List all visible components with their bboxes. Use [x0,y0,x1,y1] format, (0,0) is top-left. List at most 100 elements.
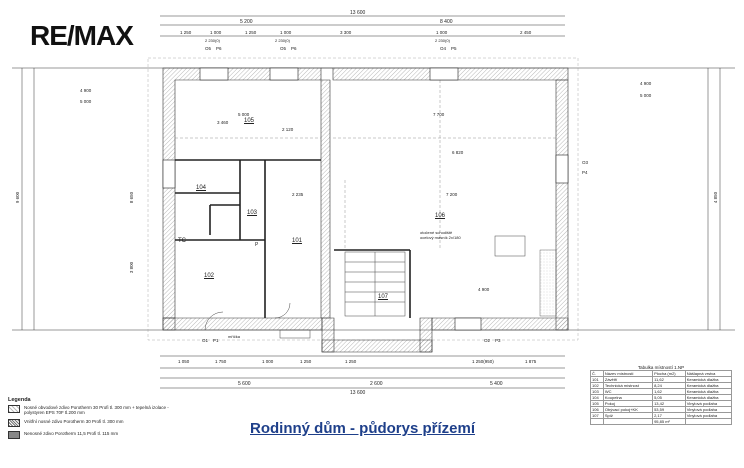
kitchen-counter [539,249,557,317]
dim-bottom-1: 1 750 [215,359,227,364]
staircase [344,251,406,317]
dim-top2-4: 3 300 [340,30,352,35]
tag-o2: O2 [484,338,491,343]
dim-r106d: 4 900 [478,287,490,292]
dim-bottom-6: 1 875 [525,359,537,364]
table-cell [684,418,733,425]
legend-item: Vnitřní nosné zdivo Porotherm 30 Profi t… [8,419,178,427]
dim-bottom-3: 1 250 [300,359,312,364]
tag-p6: P6 [216,46,222,51]
tag-o5: O5 [205,46,212,51]
hatch-swatch [8,405,20,413]
tag-p4: P4 [582,170,588,175]
dim-top-sub-0: 2 230(0) [205,38,220,43]
legend-item: Nosné obvodové zdivo Porotherm 30 Profi … [8,405,178,415]
table-cell [590,418,604,425]
dim-bottom-2: 1 000 [262,359,274,364]
entry-note: mříčka [228,334,240,339]
dim-top2-5: 1 000 [436,30,448,35]
dim-left-0: 4 900 [80,88,92,93]
solid-swatch [8,431,20,439]
stairs-note: otočené schodiště ocelový masník 2x/180 [420,230,461,240]
room-102: 102 [204,273,215,279]
table-header-row: Č. Název místnosti Plocha (m2) Nášlapná … [590,370,733,377]
dim-top2-0: 1 250 [180,30,192,35]
tag-p6b: P6 [291,46,297,51]
dim-bottom-4: 1 250 [345,359,357,364]
dim-r106a: 7 700 [433,112,445,117]
tc-note: TC [178,238,186,244]
tag-o5b: O5 [280,46,287,51]
dim-r106b: 6 820 [452,150,464,155]
tag-o3: O3 [582,160,589,165]
room-101: 101 [292,238,303,244]
dim-bottom2-1: 2 600 [370,381,383,387]
tag-p1: P1 [213,338,219,343]
windows [162,67,569,331]
dim-r106c: 7 200 [446,192,458,197]
dim-bottom2-0: 5 600 [238,381,251,387]
dim-top2-6: 2 450 [520,30,532,35]
dim-top-sub-1: 2 230(0) [275,38,290,43]
kitchen-island [494,235,526,257]
room-103: 103 [247,210,258,216]
dim-r105: 5 000 [238,112,250,117]
dim-vert-0: 9 600 [15,191,21,204]
room-table: Tabulka místností 1.NP Č. Název místnost… [590,365,733,425]
dim-left-1: 5 000 [80,99,92,104]
room-table-title: Tabulka místností 1.NP [637,365,685,370]
legend-item-text: Nenosné zdivo Porotherm 11,5 Profi tl. 1… [24,431,119,436]
dim-top-sub-2: 2 230(0) [435,38,450,43]
dim-top-left: 5 200 [240,19,253,25]
tag-o1: O1 [202,338,209,343]
table-row: 95,85 m² [590,418,733,425]
room-106: 106 [435,213,446,219]
dim-bottom-0: 1 050 [178,359,190,364]
legend-item: Nenosné zdivo Porotherm 11,5 Profi tl. 1… [8,431,178,439]
dim-right-0: 4 900 [640,81,652,86]
room-107: 107 [378,294,389,300]
dim-bottom-5: 1 250(950) [472,359,494,364]
dim-top2-2: 1 250 [245,30,257,35]
dim-vert-1: 8 650 [129,191,135,204]
interior-walls [175,159,411,318]
dim-top2-3: 1 000 [280,30,292,35]
legend-item-text: Vnitřní nosné zdivo Porotherm 30 Profi t… [24,419,124,424]
room-105: 105 [244,118,255,124]
tag-p5: P5 [451,46,457,51]
tag-p3: P3 [495,338,501,343]
table-cell: 95,85 m² [652,418,686,425]
dim-r105c: 2 120 [282,127,294,132]
table-cell [602,418,654,425]
dim-vert-3: 4 850 [713,191,719,204]
dim-top2-1: 1 000 [210,30,222,35]
dim-bottom2-2: 5 400 [490,381,503,387]
dim-vert-2: 3 800 [129,261,135,274]
dim-overall-top: 13 600 [350,10,366,16]
legend: Legenda Nosné obvodové zdivo Porotherm 3… [8,397,178,443]
entry-steps [204,302,311,339]
dim-top-right: 8 400 [440,19,453,25]
dimension-lines [12,15,735,389]
hatch-swatch [8,419,20,427]
dim-bottom-overall: 13 600 [350,390,366,396]
dim-r105b: 3 460 [217,120,229,125]
room-104: 104 [196,185,207,191]
exterior-walls [162,67,569,353]
legend-item-text: Nosné obvodové zdivo Porotherm 30 Profi … [24,405,169,415]
dim-r101: 2 235 [292,192,304,197]
tag-o4: O4 [440,46,447,51]
page-title: Rodinný dům - půdorys přízemí [250,420,476,437]
legend-title: Legenda [8,397,31,403]
remax-logo: RE/MAX [30,20,134,51]
dim-right-1: 5 000 [640,93,652,98]
p-note: P [255,242,259,248]
